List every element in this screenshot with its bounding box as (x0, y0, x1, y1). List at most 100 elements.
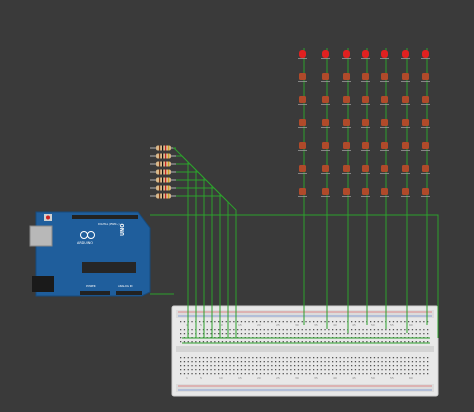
breadboard-hole[interactable] (370, 369, 372, 371)
breadboard-hole[interactable] (229, 333, 231, 335)
breadboard-hole[interactable] (210, 357, 212, 359)
breadboard-hole[interactable] (290, 357, 292, 359)
led[interactable] (422, 188, 429, 195)
breadboard-hole[interactable] (339, 341, 341, 343)
breadboard-hole[interactable] (233, 321, 235, 323)
led[interactable] (381, 73, 388, 80)
breadboard-hole[interactable] (263, 321, 265, 323)
breadboard-hole[interactable] (358, 373, 360, 375)
breadboard-hole[interactable] (396, 321, 398, 323)
breadboard-hole[interactable] (183, 369, 186, 371)
led[interactable] (381, 142, 388, 149)
breadboard-hole[interactable] (206, 369, 208, 371)
breadboard-hole[interactable] (381, 341, 383, 343)
breadboard-hole[interactable] (180, 361, 182, 363)
led[interactable] (322, 188, 329, 195)
led[interactable] (299, 96, 306, 103)
breadboard-hole[interactable] (316, 373, 319, 375)
breadboard-hole[interactable] (180, 341, 182, 343)
breadboard-hole[interactable] (392, 373, 395, 375)
breadboard-hole[interactable] (263, 341, 265, 343)
breadboard-hole[interactable] (180, 365, 182, 367)
breadboard-hole[interactable] (301, 369, 303, 371)
breadboard-hole[interactable] (427, 365, 429, 367)
breadboard-hole[interactable] (305, 369, 307, 371)
breadboard-hole[interactable] (309, 329, 311, 331)
breadboard-hole[interactable] (240, 341, 243, 343)
breadboard-hole[interactable] (240, 357, 243, 359)
breadboard-hole[interactable] (210, 361, 212, 363)
breadboard-hole[interactable] (195, 357, 197, 359)
breadboard-hole[interactable] (389, 365, 391, 367)
breadboard-hole[interactable] (343, 369, 345, 371)
breadboard-hole[interactable] (225, 361, 227, 363)
breadboard-hole[interactable] (419, 373, 421, 375)
breadboard-hole[interactable] (332, 361, 334, 363)
led[interactable] (422, 50, 429, 58)
led[interactable] (362, 142, 369, 149)
breadboard-hole[interactable] (282, 373, 284, 375)
breadboard-hole[interactable] (351, 333, 353, 335)
breadboard-hole[interactable] (191, 365, 193, 367)
breadboard-hole[interactable] (339, 321, 341, 323)
breadboard-hole[interactable] (404, 329, 406, 331)
breadboard-hole[interactable] (377, 361, 379, 363)
breadboard-hole[interactable] (385, 369, 387, 371)
breadboard-hole[interactable] (290, 321, 292, 323)
breadboard-hole[interactable] (415, 357, 417, 359)
breadboard-hole[interactable] (370, 333, 372, 335)
breadboard-hole[interactable] (381, 321, 383, 323)
breadboard-hole[interactable] (252, 361, 254, 363)
breadboard-hole[interactable] (332, 357, 334, 359)
breadboard-hole[interactable] (389, 329, 391, 331)
led[interactable] (299, 73, 306, 80)
wire[interactable] (176, 171, 213, 338)
breadboard-hole[interactable] (423, 341, 425, 343)
breadboard-hole[interactable] (294, 329, 296, 331)
breadboard-hole[interactable] (229, 369, 231, 371)
breadboard-hole[interactable] (408, 329, 410, 331)
breadboard-hole[interactable] (419, 365, 421, 367)
breadboard-hole[interactable] (286, 361, 288, 363)
breadboard-hole[interactable] (210, 329, 212, 331)
breadboard-hole[interactable] (358, 341, 360, 343)
breadboard-hole[interactable] (240, 365, 243, 367)
led[interactable] (381, 165, 388, 172)
breadboard-hole[interactable] (237, 373, 239, 375)
breadboard-hole[interactable] (294, 373, 296, 375)
breadboard-hole[interactable] (320, 373, 322, 375)
breadboard-hole[interactable] (392, 341, 395, 343)
led[interactable] (322, 96, 329, 103)
breadboard-hole[interactable] (248, 369, 250, 371)
breadboard-hole[interactable] (343, 333, 345, 335)
breadboard-hole[interactable] (324, 329, 326, 331)
led[interactable] (422, 96, 429, 103)
breadboard-hole[interactable] (229, 373, 231, 375)
breadboard-hole[interactable] (328, 361, 330, 363)
breadboard-hole[interactable] (305, 357, 307, 359)
arduino-uno-board[interactable]: DIGITAL (PWM~) ARDUINO UNO POWER ANALOG … (29, 211, 151, 297)
led[interactable] (422, 165, 429, 172)
breadboard-hole[interactable] (286, 341, 288, 343)
breadboard-hole[interactable] (328, 373, 330, 375)
breadboard-hole[interactable] (404, 361, 406, 363)
breadboard-hole[interactable] (199, 329, 201, 331)
breadboard-hole[interactable] (366, 341, 368, 343)
breadboard-hole[interactable] (210, 341, 212, 343)
breadboard-hole[interactable] (415, 333, 417, 335)
breadboard-hole[interactable] (389, 321, 391, 323)
breadboard-hole[interactable] (256, 341, 258, 343)
breadboard-hole[interactable] (351, 357, 353, 359)
breadboard-hole[interactable] (183, 321, 186, 323)
breadboard-hole[interactable] (202, 329, 205, 331)
breadboard-hole[interactable] (240, 369, 243, 371)
breadboard-hole[interactable] (278, 321, 281, 323)
led[interactable] (402, 142, 409, 149)
breadboard-hole[interactable] (423, 321, 425, 323)
breadboard-hole[interactable] (408, 333, 410, 335)
breadboard-hole[interactable] (210, 333, 212, 335)
breadboard-hole[interactable] (343, 373, 345, 375)
led[interactable] (402, 188, 409, 195)
breadboard-hole[interactable] (377, 369, 379, 371)
